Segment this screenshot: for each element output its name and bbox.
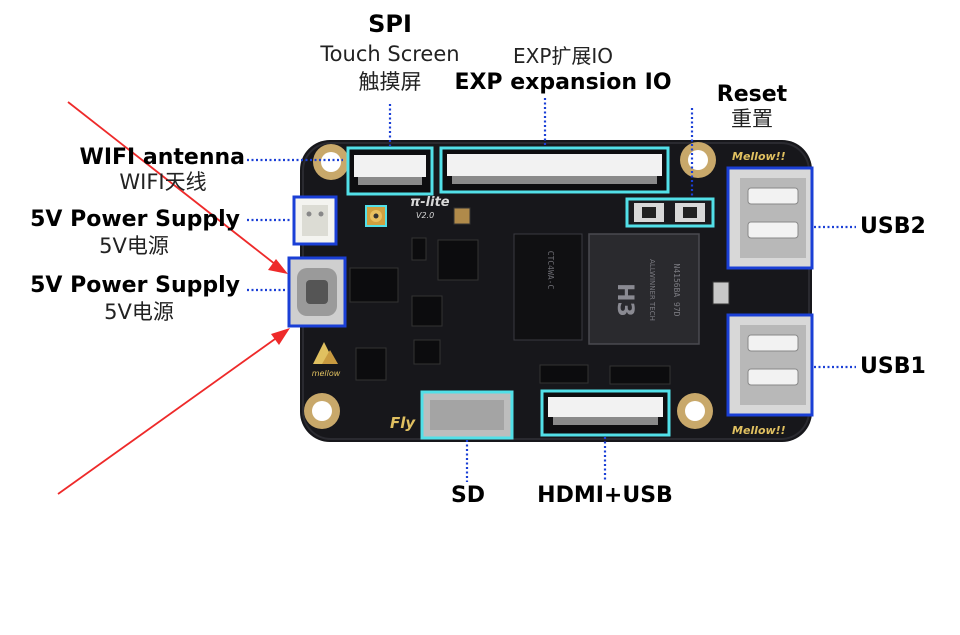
red-arrows [57, 101, 290, 495]
cpu-h3: H3 ALLWINNER TECH N4156BA 97D [588, 233, 700, 345]
svg-text:ALLWINNER TECH: ALLWINNER TECH [648, 259, 656, 321]
mellow-logo: mellow [312, 342, 341, 378]
sd-label: SD [450, 483, 486, 508]
brand-bottom: Mellow!! [732, 424, 786, 437]
wifi-antenna-connector [365, 205, 387, 227]
reset-buttons [625, 197, 715, 228]
board-version: V2.0 [416, 211, 434, 220]
spi-line2: 触摸屏 [358, 70, 422, 94]
jst-power-connector [292, 195, 338, 246]
svg-text:mellow: mellow [312, 369, 341, 378]
usb1-port [726, 313, 814, 417]
spi-connector [346, 146, 434, 196]
usb2-port [726, 166, 814, 270]
sd-slot [420, 390, 514, 440]
ram-chip: CTC4WA-C [513, 233, 583, 341]
hdmi-usb-label: HDMI+USB [537, 483, 673, 508]
exp-connector [439, 146, 670, 194]
board-model: π-lite [410, 195, 450, 210]
exp-en: EXP expansion IO [454, 70, 672, 95]
reset-en: Reset [716, 82, 788, 107]
usb-c-connector [287, 256, 347, 328]
spi-line1: Touch Screen [320, 42, 460, 66]
exp-cn: EXP扩展IO [512, 44, 614, 68]
power2-cn: 5V电源 [104, 300, 174, 324]
leader-lines [247, 98, 856, 482]
spi-title: SPI [368, 10, 412, 38]
svg-text:CTC4WA-C: CTC4WA-C [546, 251, 555, 290]
wifi-en: WIFI antenna [79, 145, 245, 170]
usb2-label: USB2 [860, 214, 926, 239]
svg-text:N4156BA 97D: N4156BA 97D [672, 264, 681, 317]
power1-cn: 5V电源 [99, 234, 169, 258]
small-components [349, 207, 730, 385]
power2-en: 5V Power Supply [30, 273, 240, 298]
usb1-label: USB1 [860, 354, 926, 379]
wifi-cn: WIFI天线 [119, 170, 207, 194]
brand-top: Mellow!! [732, 150, 786, 163]
hdmi-usb-connector [540, 389, 671, 437]
svg-text:H3: H3 [612, 283, 637, 317]
mounting-holes [304, 142, 716, 429]
fly-silkscreen: Fly [390, 414, 416, 432]
reset-cn: 重置 [731, 107, 773, 131]
power1-en: 5V Power Supply [30, 207, 240, 232]
